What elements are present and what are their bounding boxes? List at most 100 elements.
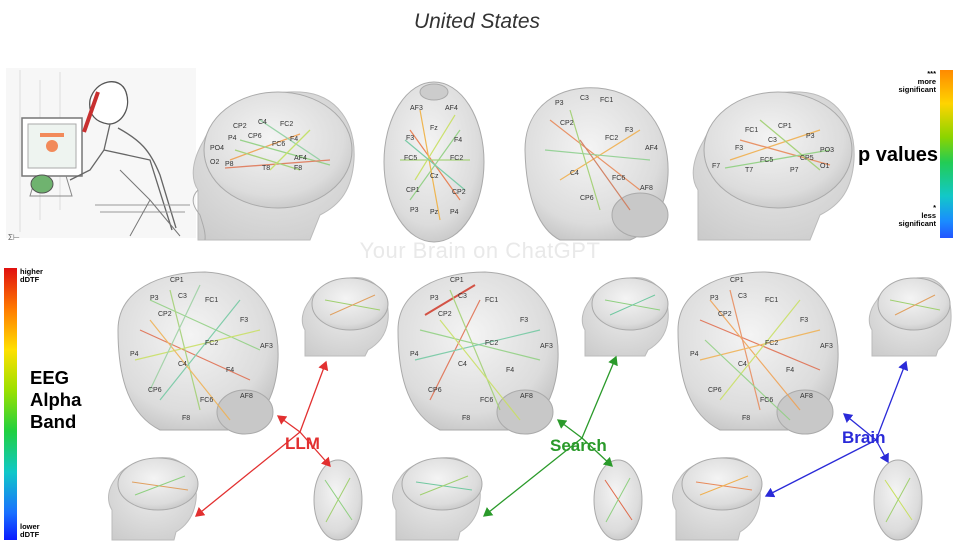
- svg-text:AF4: AF4: [294, 155, 307, 162]
- svg-text:F4: F4: [226, 367, 234, 374]
- svg-text:FC6: FC6: [200, 397, 213, 404]
- svg-text:F3: F3: [625, 127, 633, 134]
- svg-text:CP1: CP1: [730, 277, 744, 284]
- brain-arrows: [764, 360, 909, 498]
- svg-text:Fz: Fz: [430, 125, 438, 132]
- svg-text:FC1: FC1: [745, 127, 758, 134]
- svg-text:P4: P4: [130, 351, 139, 358]
- participant-sketch: Σ⊢: [6, 68, 196, 242]
- svg-text:CP2: CP2: [452, 189, 466, 196]
- svg-text:FC6: FC6: [480, 397, 493, 404]
- p-legend-top-marker: ***: [927, 69, 936, 78]
- svg-text:P4: P4: [410, 351, 419, 358]
- svg-text:C3: C3: [738, 293, 747, 300]
- svg-text:AF8: AF8: [800, 393, 813, 400]
- svg-text:F3: F3: [240, 317, 248, 324]
- svg-text:CP1: CP1: [778, 123, 792, 130]
- svg-text:FC5: FC5: [404, 155, 417, 162]
- svg-text:CP6: CP6: [248, 133, 262, 140]
- thumb-search-axial: [593, 459, 643, 541]
- svg-text:C3: C3: [458, 293, 467, 300]
- eeg-band-label: EEG Alpha Band: [30, 367, 81, 433]
- svg-text:P3: P3: [555, 100, 564, 107]
- svg-text:PO3: PO3: [820, 147, 834, 154]
- p-legend-bottom-label-2: significant: [898, 219, 936, 228]
- ddtf-legend-bottom-label-2: dDTF: [20, 530, 40, 539]
- llm-arrows: [194, 360, 331, 517]
- ddtf-legend-top: higher dDTF: [20, 268, 43, 284]
- svg-text:P4: P4: [228, 135, 237, 142]
- svg-text:F8: F8: [742, 415, 750, 422]
- svg-text:AF8: AF8: [640, 185, 653, 192]
- svg-text:FC1: FC1: [765, 297, 778, 304]
- svg-text:F4: F4: [506, 367, 514, 374]
- svg-text:F8: F8: [294, 165, 302, 172]
- svg-text:FC6: FC6: [272, 141, 285, 148]
- svg-text:CP1: CP1: [170, 277, 184, 284]
- svg-text:O1: O1: [820, 163, 829, 170]
- svg-text:C3: C3: [580, 95, 589, 102]
- svg-text:F8: F8: [182, 415, 190, 422]
- svg-text:CP2: CP2: [560, 120, 574, 127]
- page-title: United States: [413, 10, 541, 33]
- svg-text:Pz: Pz: [430, 209, 439, 216]
- svg-text:AF3: AF3: [260, 343, 273, 350]
- p-legend-top-label-1: more: [917, 77, 936, 86]
- svg-text:FC1: FC1: [600, 97, 613, 104]
- eeg-band-line-3: Band: [30, 411, 77, 432]
- svg-text:Σ⊢: Σ⊢: [8, 233, 20, 242]
- svg-text:FC2: FC2: [485, 340, 498, 347]
- svg-text:AF8: AF8: [520, 393, 533, 400]
- svg-text:CP1: CP1: [450, 277, 464, 284]
- svg-text:FC2: FC2: [605, 135, 618, 142]
- svg-text:FC5: FC5: [760, 157, 773, 164]
- p-legend-title: p values: [858, 144, 939, 166]
- svg-text:CP6: CP6: [708, 387, 722, 394]
- thumb-llm-lateral-bottom: [108, 457, 199, 541]
- svg-text:FC1: FC1: [205, 297, 218, 304]
- svg-text:CP5: CP5: [800, 155, 814, 162]
- svg-text:P3: P3: [710, 295, 719, 302]
- svg-text:AF8: AF8: [240, 393, 253, 400]
- svg-text:CP6: CP6: [428, 387, 442, 394]
- svg-text:C3: C3: [768, 137, 777, 144]
- svg-text:F4: F4: [786, 367, 794, 374]
- svg-text:CP1: CP1: [406, 187, 420, 194]
- svg-text:C4: C4: [458, 361, 467, 368]
- ddtf-legend-top-label-2: dDTF: [20, 275, 40, 284]
- watermark-text: Your Brain on ChatGPT: [359, 238, 601, 263]
- svg-text:FC2: FC2: [765, 340, 778, 347]
- p-legend-top-label-2: significant: [898, 85, 936, 94]
- p-legend-bottom: * less significant: [880, 204, 936, 228]
- svg-text:F3: F3: [406, 135, 414, 142]
- svg-text:PO4: PO4: [210, 145, 224, 152]
- svg-text:FC1: FC1: [485, 297, 498, 304]
- svg-text:F3: F3: [800, 317, 808, 324]
- svg-text:FC6: FC6: [760, 397, 773, 404]
- ddtf-colorbar: [4, 268, 17, 540]
- svg-text:P4: P4: [690, 351, 699, 358]
- svg-text:CP6: CP6: [148, 387, 162, 394]
- svg-text:P3: P3: [806, 133, 815, 140]
- svg-text:CP2: CP2: [233, 123, 247, 130]
- svg-text:O2: O2: [210, 159, 219, 166]
- ddtf-legend-bottom: lower dDTF: [20, 523, 40, 539]
- eeg-band-line-2: Alpha: [30, 389, 82, 410]
- thumb-brain-lateral: [868, 277, 952, 357]
- thumb-llm-axial: [313, 459, 363, 541]
- thumb-brain-lateral-bottom: [672, 457, 763, 541]
- svg-text:CP2: CP2: [158, 311, 172, 318]
- p-value-colorbar: [940, 70, 953, 238]
- svg-text:CP2: CP2: [438, 311, 452, 318]
- svg-text:Cz: Cz: [430, 173, 439, 180]
- condition-llm-label: LLM: [285, 434, 320, 453]
- svg-text:T8: T8: [262, 165, 270, 172]
- svg-text:AF3: AF3: [410, 105, 423, 112]
